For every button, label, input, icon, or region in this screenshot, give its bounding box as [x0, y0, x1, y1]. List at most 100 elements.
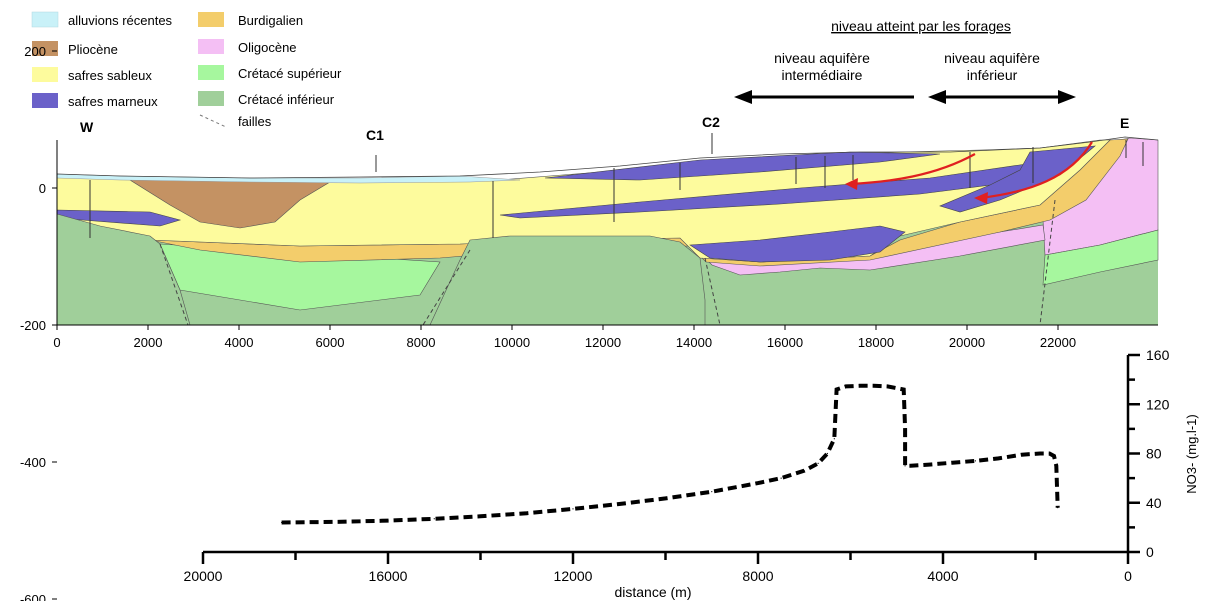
layer-safres-marneux-deep: [689, 225, 906, 263]
nitrate-data-point: [757, 482, 759, 484]
nitrate-data-point: [1021, 454, 1023, 456]
legend-label-oligocene: Oligocène: [238, 40, 297, 55]
topography-line: [56, 136, 1159, 179]
section-x-tick-label: 10000: [494, 335, 530, 350]
label-east: E: [1120, 115, 1129, 131]
nitrate-data-point: [833, 438, 835, 440]
nitrate-data-point: [836, 388, 838, 391]
legend-swatch-safres-sableux: [32, 67, 58, 82]
legend-swatch-cretace-superieur: [198, 65, 224, 80]
flow-arrows: [845, 141, 1093, 204]
section-y-tick-label: -600: [20, 592, 46, 601]
chart-y-tick-label: 120: [1146, 396, 1170, 412]
fault-line-3: [704, 257, 721, 326]
chart-y-tick-label: 160: [1146, 347, 1170, 363]
nitrate-data-point: [928, 463, 930, 466]
section-y-ticks: 200 0 -200 -400 -600: [20, 44, 57, 601]
flow-arrowhead-intermediate: [845, 178, 858, 190]
annotation-intermediate-line1: niveau aquifère: [774, 50, 870, 66]
label-west: W: [80, 119, 94, 135]
chart-x-tick-label: 12000: [554, 568, 593, 584]
section-x-tick-label: 2000: [134, 335, 163, 350]
chart-y-axis-label: NO3- (mg.l-1): [1184, 414, 1199, 493]
nitrate-data-point: [387, 520, 389, 522]
section-x-tick-label: 16000: [767, 335, 803, 350]
legend-swatch-oligocene: [198, 39, 224, 54]
aquifer-annotations: niveau atteint par les forages niveau aq…: [734, 18, 1076, 104]
fault-line-1: [159, 243, 189, 326]
layer-pliocene: [128, 179, 332, 229]
nitrate-data-point: [974, 460, 976, 462]
flow-arrow-intermediate: [849, 153, 976, 186]
flow-arrowhead-lower: [974, 192, 988, 204]
nitrate-data-point: [1055, 465, 1057, 467]
chart-x-tick-label: 20000: [184, 568, 223, 584]
nitrate-data-point: [903, 388, 905, 391]
section-x-tick-label: 6000: [316, 335, 345, 350]
annotation-lower-line1: niveau aquifère: [944, 50, 1040, 66]
legend-label-burdigalien: Burdigalien: [238, 13, 303, 28]
lower-arrowhead-left: [928, 90, 946, 104]
nitrate-data-point: [886, 385, 889, 387]
legend-label-pliocene: Pliocène: [68, 42, 118, 57]
section-y-tick-label: -400: [20, 455, 46, 470]
nitrate-data-point: [803, 470, 805, 472]
chart-x-tick-label: 16000: [369, 568, 408, 584]
nitrate-data-point: [1048, 452, 1050, 455]
annotation-intermediate-line2: intermédiaire: [782, 67, 863, 83]
section-x-tick-label: 14000: [676, 335, 712, 350]
legend-swatch-cretace-inferieur: [198, 91, 224, 106]
legend-swatch-pliocene: [32, 41, 58, 56]
legend-swatch-burdigalien: [198, 12, 224, 27]
nitrate-data-point: [572, 508, 574, 510]
legend-label-alluvions: alluvions récentes: [68, 13, 173, 28]
section-y-tick-label: -200: [20, 318, 46, 333]
section-x-tick-label: 18000: [858, 335, 894, 350]
lower-arrowhead-right: [1058, 90, 1076, 104]
legend-swatch-alluvions: [31, 11, 59, 28]
legend-label-cretace-superieur: Crétacé supérieur: [238, 66, 342, 81]
nitrate-data-point: [845, 385, 847, 387]
nitrate-data-point: [1057, 507, 1059, 509]
annotation-lower-line2: inférieur: [967, 67, 1018, 83]
nitrate-data-point: [910, 465, 912, 467]
layer-cretace-superieur-east: [1042, 229, 1159, 286]
nitrate-data-point: [859, 385, 861, 387]
chart-x-tick-label: 0: [1124, 568, 1132, 584]
nitrate-data-point: [997, 457, 1000, 460]
legend: alluvions récentes Pliocène safres sable…: [31, 11, 342, 129]
nitrate-data-point: [526, 512, 528, 514]
nitrate-data-point: [904, 428, 906, 430]
nitrate-data-point: [664, 497, 667, 500]
legend-swatch-safres-marneux: [32, 93, 58, 108]
chart-x-tick-label: 4000: [927, 568, 958, 584]
chart-x-axis-label: distance (m): [614, 584, 691, 600]
nitrate-data-point: [951, 462, 953, 464]
nitrate-data-point: [618, 503, 620, 505]
chart-y-tick-label: 80: [1146, 446, 1162, 462]
fault-line-2: [422, 249, 471, 326]
nitrate-data-point: [904, 465, 906, 467]
nitrate-data-point: [817, 462, 819, 464]
legend-label-cretace-inferieur: Crétacé inférieur: [238, 92, 335, 107]
layer-safres-marneux-upper: [544, 151, 941, 181]
annotation-header: niveau atteint par les forages: [831, 18, 1011, 34]
legend-label-failles: failles: [238, 114, 272, 129]
nitrate-data-point: [433, 518, 435, 520]
section-y-tick-label: 200: [24, 44, 46, 59]
section-x-tick-label: 12000: [585, 335, 621, 350]
label-borehole-c1: C1: [366, 127, 384, 143]
nitrate-data-point: [826, 452, 828, 455]
section-x-tick-label: 20000: [949, 335, 985, 350]
legend-label-safres-marneux: safres marneux: [68, 94, 158, 109]
nitrate-series-line: [281, 383, 1060, 525]
nitrate-data-point: [281, 521, 283, 524]
section-y-tick-label: 0: [39, 181, 46, 196]
nitrate-data-point: [873, 385, 875, 387]
section-x-tick-label: 22000: [1040, 335, 1076, 350]
intermediate-arrowhead: [734, 90, 752, 104]
